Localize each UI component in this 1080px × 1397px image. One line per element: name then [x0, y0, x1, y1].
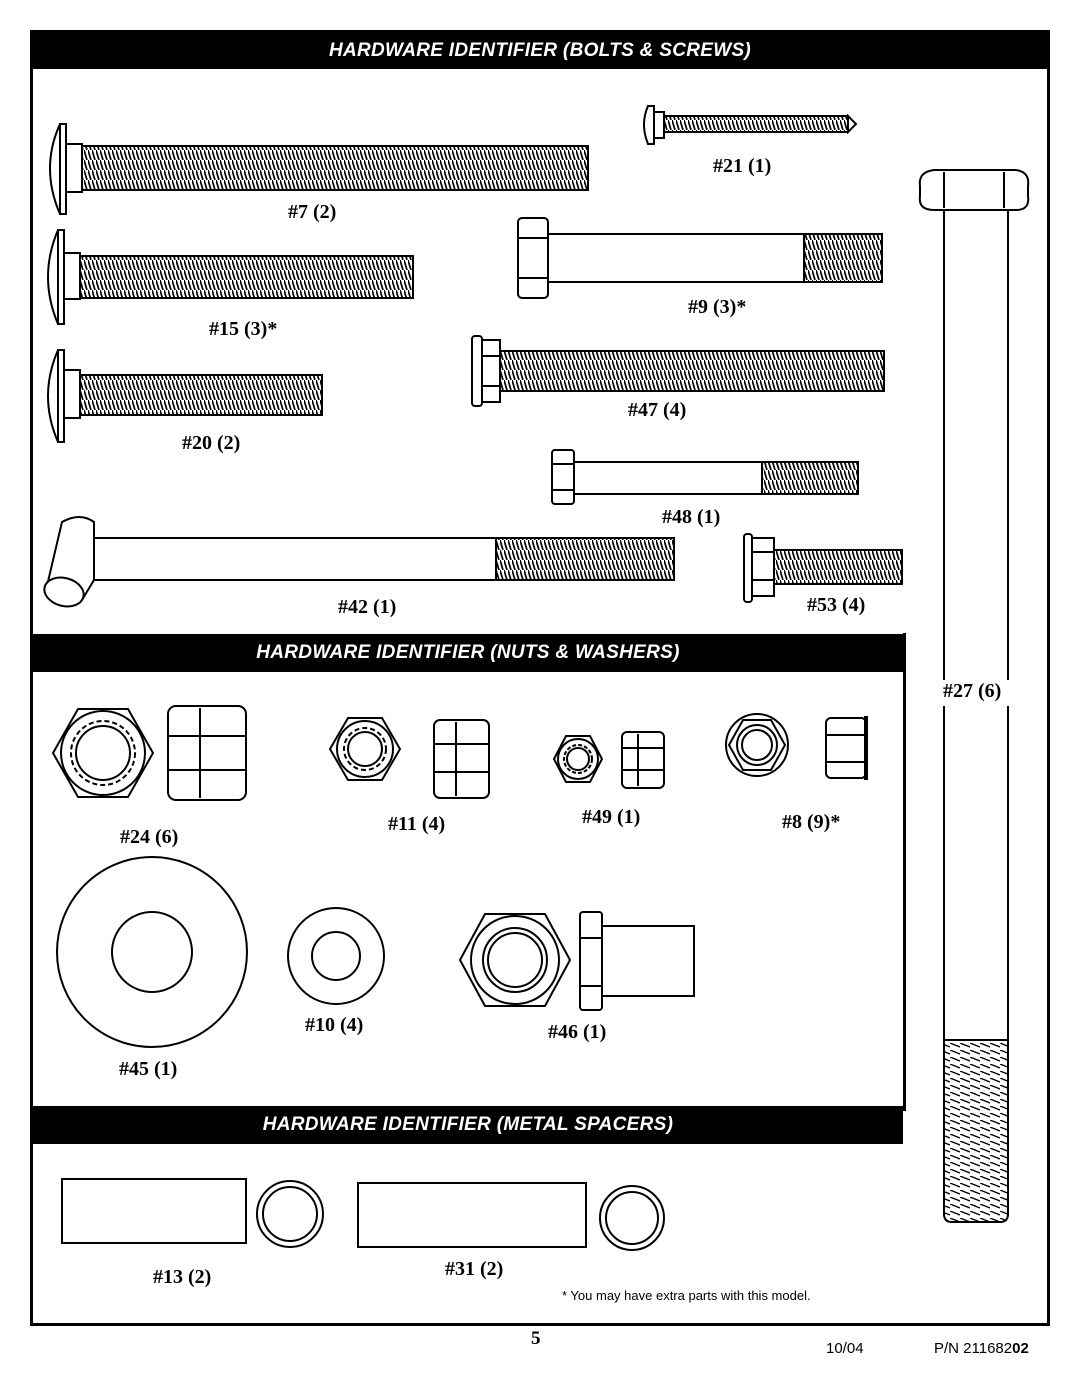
flange-bolt-53-drawing [743, 533, 903, 603]
carriage-bolt-7-drawing [49, 123, 589, 215]
label-part-20: #20 (2) [182, 432, 241, 454]
label-part-15: #15 (3)* [209, 318, 278, 340]
screw-21-drawing [643, 105, 858, 145]
label-part-24: #24 (6) [120, 826, 179, 848]
carriage-bolt-15-drawing [47, 229, 414, 325]
washer-45-drawing [56, 856, 248, 1048]
washer-10-drawing [287, 907, 385, 1005]
label-part-48: #48 (1) [662, 506, 721, 528]
part-number-suffix: 02 [1012, 1340, 1029, 1357]
spacers-section-title: HARDWARE IDENTIFIER (METAL SPACERS) [33, 1106, 903, 1144]
hex-bolt-48-drawing [551, 449, 859, 505]
revision-date: 10/04 [826, 1340, 864, 1357]
nut-46-drawing [458, 911, 695, 1011]
label-part-27: #27 (6) [943, 680, 1002, 702]
nut-11-drawing [328, 717, 490, 799]
label-part-7: #7 (2) [288, 201, 337, 223]
hex-bolt-9-drawing [517, 217, 883, 299]
label-part-53: #53 (4) [807, 594, 866, 616]
label-part-31: #31 (2) [445, 1258, 504, 1280]
label-part-49: #49 (1) [582, 806, 641, 828]
extra-parts-footnote: * You may have extra parts with this mod… [562, 1288, 811, 1303]
label-part-47: #47 (4) [628, 399, 687, 421]
flange-nut-8-drawing [725, 713, 868, 780]
part-number: P/N 21168202 [934, 1340, 1029, 1357]
label-part-10: #10 (4) [305, 1014, 364, 1036]
spacer-13-drawing [61, 1178, 324, 1248]
nuts-section-title: HARDWARE IDENTIFIER (NUTS & WASHERS) [33, 634, 903, 672]
bolts-section-title: HARDWARE IDENTIFIER (BOLTS & SCREWS) [33, 33, 1047, 69]
page-number: 5 [531, 1328, 541, 1349]
nut-24-drawing [51, 705, 247, 801]
label-part-13: #13 (2) [153, 1266, 212, 1288]
label-part-21: #21 (1) [713, 155, 772, 177]
label-part-45: #45 (1) [119, 1058, 178, 1080]
label-part-9: #9 (3)* [688, 296, 747, 318]
label-part-11: #11 (4) [388, 813, 446, 835]
spacer-31-drawing [357, 1182, 665, 1251]
label-part-8: #8 (9)* [782, 811, 841, 833]
part-number-prefix: P/N 211682 [934, 1340, 1013, 1357]
label-part-42: #42 (1) [338, 596, 397, 618]
nut-49-drawing [552, 731, 665, 789]
carriage-bolt-20-drawing [47, 349, 323, 443]
l-bolt-42-drawing [43, 516, 675, 608]
long-bolt-27-drawing [918, 169, 1030, 1223]
flange-bolt-47-drawing [471, 335, 885, 407]
label-part-46: #46 (1) [548, 1021, 607, 1043]
